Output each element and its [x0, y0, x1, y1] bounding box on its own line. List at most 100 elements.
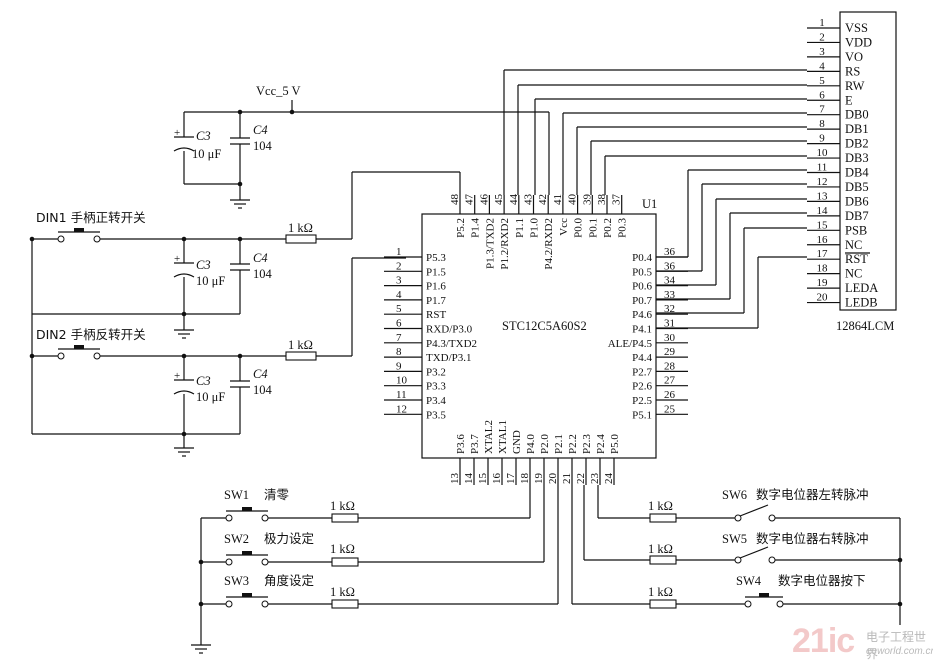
mcu-left-pin-number: 7 [396, 332, 402, 344]
mcu-top-pin-number: 39 [581, 194, 593, 206]
mcu-bottom-pin-name: XTAL2 [483, 420, 495, 454]
mcu-bottom-pin-number: 15 [477, 473, 489, 485]
lcm-pin-name: LEDB [845, 296, 878, 310]
lcm-pin-number: 5 [819, 75, 825, 87]
lcm-pin-number: 10 [817, 147, 829, 159]
junction-dots [29, 109, 903, 607]
mcu-bottom-pin-name: P2.0 [539, 434, 551, 454]
mcu-bottom-pin-number: 14 [463, 473, 475, 485]
mcu-bottom-pin-number: 24 [603, 473, 615, 485]
lcm-pin-number: 13 [817, 190, 829, 202]
mcu-left-pin-number: 10 [396, 375, 408, 387]
mcu-bottom-pin-number: 19 [533, 473, 545, 485]
mcu-bottom-pin-name: P4.0 [525, 434, 537, 454]
mcu-right-pin-number: 26 [664, 389, 676, 401]
mcu-right-pin-number: 29 [664, 346, 676, 358]
mcu-top-pin-name: P5.2 [455, 218, 467, 238]
cap-c4-name: C4 [253, 123, 268, 137]
capacitor-labels: C3 10 μF C4 104 C3 10 μF C4 104 C3 10 μF… [192, 123, 273, 404]
mcu-left-pin-name: P3.2 [426, 366, 446, 378]
mcu-top-pin-name: P0.2 [602, 218, 614, 238]
sw3-name: SW3 [224, 574, 249, 588]
resistor-label: 1 kΩ [648, 585, 673, 599]
sw6-name: SW6 [722, 488, 747, 502]
mcu-left-pin-name: P3.4 [426, 395, 446, 407]
resistor-label: 1 kΩ [648, 542, 673, 556]
lcm-pin-name: NC [845, 238, 862, 252]
sw4-desc: 数字电位器按下 [778, 573, 866, 588]
push-button-icon [744, 593, 784, 608]
lcm-pin-number: 16 [817, 234, 829, 246]
resistor-label: 1 kΩ [648, 499, 673, 513]
lcm-pin-name: LEDA [845, 281, 878, 295]
din2-label: DIN2 手柄反转开关 [36, 327, 146, 342]
svg-text:+: + [174, 370, 180, 382]
resistor-icon [285, 234, 317, 244]
mcu-right-pin-number: 30 [664, 332, 676, 344]
mcu-bottom-pin-name: P3.7 [469, 434, 481, 454]
mcu-bottom-pin-number: 18 [519, 473, 531, 485]
push-button-symbols [57, 228, 784, 608]
resistor-icon [649, 513, 677, 523]
resistor-label: 1 kΩ [288, 221, 313, 235]
resistor-icon [649, 599, 677, 609]
mcu-top-pin-name: P4.2/RXD2 [543, 218, 555, 270]
mcu-right-pin-name: P2.6 [632, 381, 652, 393]
lcm-pin-number: 9 [819, 133, 825, 145]
lcm-pin-number: 1 [819, 17, 825, 29]
ground-icon [174, 447, 194, 457]
toggle-switch-icon [734, 546, 776, 564]
sw2-desc: 极力设定 [264, 531, 314, 546]
mcu-top-pin-name: P1.1 [514, 218, 526, 238]
sw3-desc: 角度设定 [264, 573, 314, 588]
mcu-top-pin-number: 46 [478, 194, 490, 206]
lcm-pin-number: 12 [817, 176, 828, 188]
lcm-body [839, 11, 897, 311]
mcu-top-pin-number: 40 [567, 194, 579, 206]
lcm-pin-number: 8 [819, 118, 825, 130]
mcu-left-pin-number: 9 [396, 360, 402, 372]
mcu-right-pin-name: ALE/P4.5 [608, 338, 653, 350]
mcu-left-pin-name: P1.6 [426, 281, 446, 293]
mcu-left-pin-name: TXD/P3.1 [426, 352, 472, 364]
lcm-pin-number: 17 [817, 248, 829, 260]
resistor-icon [331, 513, 359, 523]
ground-icon [174, 329, 194, 339]
sw4-name: SW4 [736, 574, 762, 588]
mcu-bottom-pin-number: 22 [575, 473, 587, 484]
ground-symbols [174, 199, 250, 654]
resistor-icon [649, 555, 677, 565]
ground-icon [230, 199, 250, 209]
mcu-right-pin-number: 31 [664, 318, 675, 330]
mcu-top-pin-number: 47 [464, 194, 476, 206]
mcu-top-pin-name: P0.1 [587, 218, 599, 238]
lcm-pin-number: 14 [817, 205, 829, 217]
lcm-pin-number: 6 [819, 89, 825, 101]
lcm-pin-number: 2 [819, 31, 825, 43]
mcu-right-pin-name: P0.6 [632, 281, 652, 293]
cap-c4-value: 104 [253, 139, 273, 153]
lcm-pin-name: DB0 [845, 108, 869, 122]
mcu-right-pin-number: 34 [664, 275, 676, 287]
mcu-top-pin-number: 37 [611, 194, 623, 206]
mcu-bottom-pin-number: 16 [491, 473, 503, 485]
lcm-pin-name: PSB [845, 223, 867, 237]
mcu-top-pin-name: P0.0 [573, 218, 585, 238]
mcu-right-pin-name: P4.6 [632, 309, 652, 321]
lcm-pin-number: 20 [817, 292, 829, 304]
lcm-pin-number: 4 [819, 60, 825, 72]
mcu-top-pin-number: 41 [552, 194, 564, 205]
mcu-right-pin-name: P4.4 [632, 352, 652, 364]
cap-c3-name: C3 [196, 374, 211, 388]
mcu-right-pin-name: P0.4 [632, 252, 652, 264]
switch-labels: DIN1 手柄正转开关 DIN2 手柄反转开关 SW1 清零 SW2 极力设定 … [36, 210, 869, 588]
cap-c3-value: 10 μF [192, 147, 221, 161]
sw1-desc: 清零 [264, 487, 290, 502]
mcu-left-pin-name: P5.3 [426, 252, 446, 264]
sw5-desc: 数字电位器右转脉冲 [756, 531, 869, 546]
lcm-pin-name: RST [845, 252, 868, 266]
mcu-left-pin-number: 8 [396, 346, 402, 358]
din1-label: DIN1 手柄正转开关 [36, 210, 146, 225]
